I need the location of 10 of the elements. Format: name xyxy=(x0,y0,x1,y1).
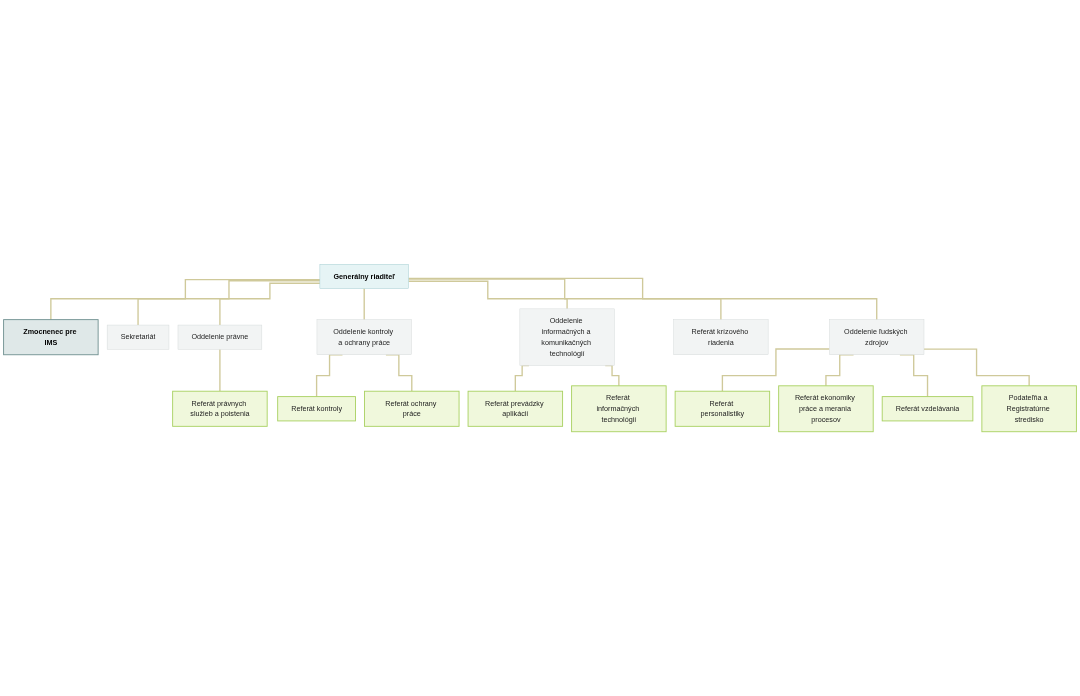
connector xyxy=(219,282,321,326)
connector xyxy=(721,348,831,392)
connector xyxy=(407,280,568,310)
connector xyxy=(363,287,365,321)
connector xyxy=(137,280,321,326)
connector xyxy=(50,278,321,321)
connector xyxy=(407,277,878,321)
connector xyxy=(407,278,722,321)
connector xyxy=(923,348,1030,387)
connector xyxy=(219,348,221,392)
